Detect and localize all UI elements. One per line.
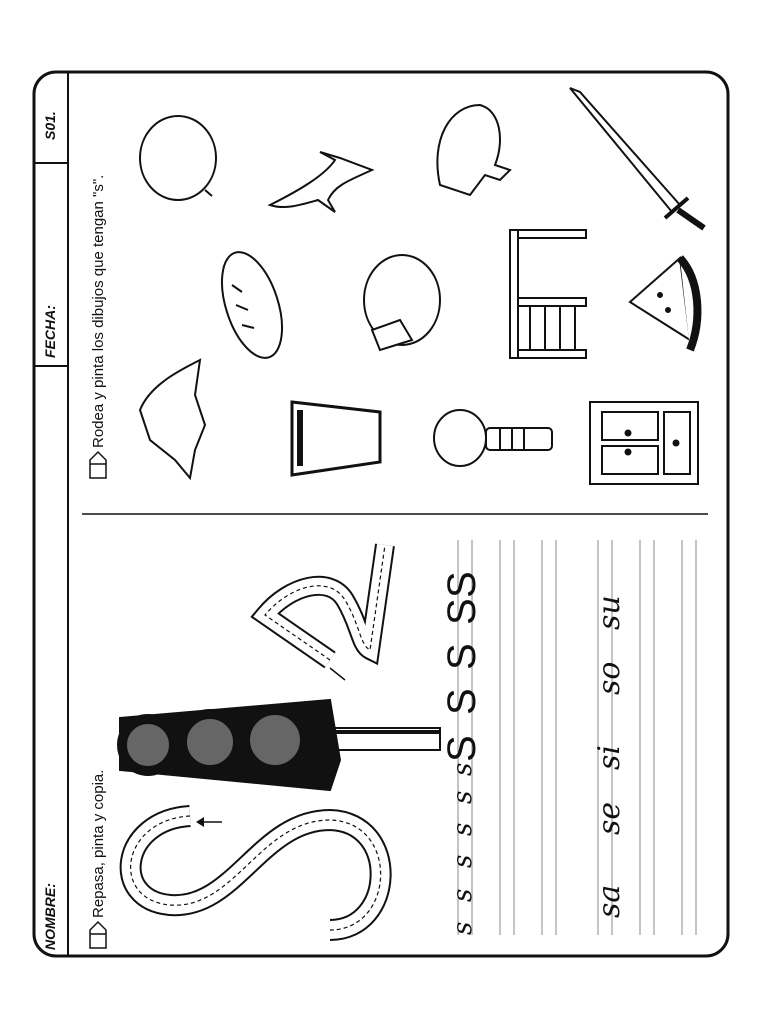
syllable: si bbox=[592, 745, 627, 770]
lightbulb-icon bbox=[433, 409, 553, 467]
worksheet-border bbox=[32, 70, 730, 958]
cursive-letter: s bbox=[448, 921, 478, 935]
big-s-outline bbox=[119, 805, 392, 941]
cabinet-icon bbox=[589, 401, 699, 485]
chair-icon bbox=[509, 229, 587, 359]
syllable: su bbox=[592, 595, 627, 630]
print-letter: S bbox=[440, 688, 484, 715]
sword-icon bbox=[569, 87, 706, 231]
cursive-s-outline bbox=[250, 543, 395, 669]
writing-lines bbox=[457, 540, 697, 935]
glass-icon bbox=[290, 400, 382, 477]
bear-icon bbox=[436, 103, 512, 197]
traffic-light-icon bbox=[117, 698, 441, 792]
print-letter: S bbox=[440, 643, 484, 670]
syllable: so bbox=[592, 661, 627, 695]
cursive-s-arrow bbox=[329, 667, 346, 681]
dinosaur-icon bbox=[138, 358, 207, 481]
instruction-1: Repasa, pinta y copia. bbox=[90, 769, 107, 918]
syllable: sa bbox=[592, 884, 627, 918]
cheese-icon bbox=[363, 254, 441, 352]
cursive-letter: s bbox=[448, 762, 478, 776]
print-letter: S bbox=[440, 571, 484, 598]
print-letter: S bbox=[440, 735, 484, 762]
print-letter: S bbox=[440, 598, 484, 625]
cursive-letter: s bbox=[448, 854, 478, 868]
date-label: FECHA: bbox=[42, 305, 58, 358]
name-label: NOMBRE: bbox=[42, 883, 58, 950]
big-s-arrowhead bbox=[196, 817, 204, 827]
pencil-icon bbox=[89, 920, 107, 949]
cursive-letter: s bbox=[448, 790, 478, 804]
sheet-code: S01. bbox=[42, 111, 58, 140]
cursive-letter: s bbox=[448, 888, 478, 902]
lemon-icon bbox=[139, 115, 217, 201]
syllable: se bbox=[592, 801, 627, 835]
bread-icon bbox=[220, 251, 284, 359]
instruction-2: Rodea y pinta los dibujos que tengan "s"… bbox=[90, 174, 107, 448]
pencil-icon bbox=[89, 450, 107, 479]
bird-icon bbox=[267, 151, 375, 213]
watermelon-icon bbox=[628, 255, 702, 352]
cursive-letter: s bbox=[448, 822, 478, 836]
